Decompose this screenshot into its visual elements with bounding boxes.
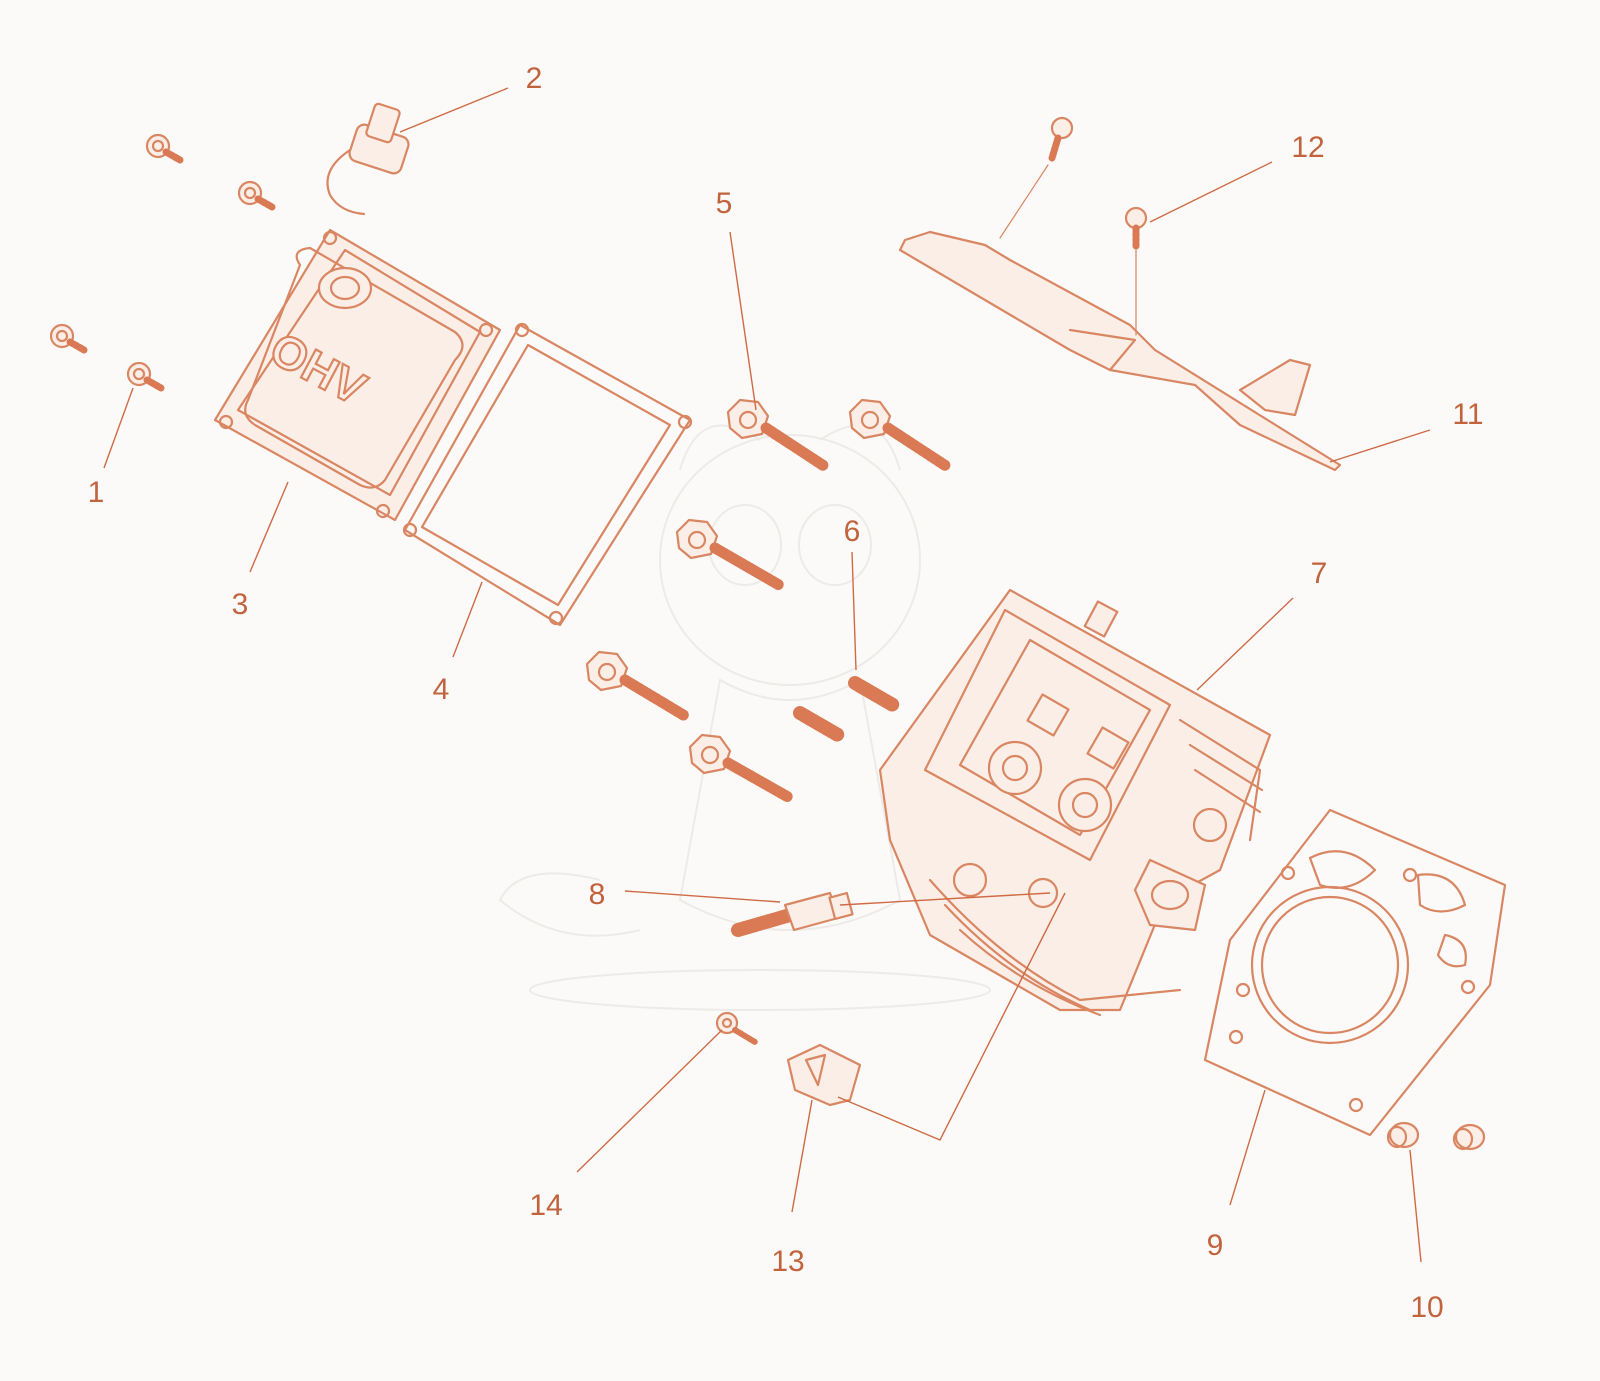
callout-7: 7 xyxy=(1311,557,1328,590)
head-bolts xyxy=(585,398,952,803)
callout-1: 1 xyxy=(88,476,105,509)
callout-6: 6 xyxy=(844,515,861,548)
callout-10: 10 xyxy=(1410,1291,1443,1324)
callout-3: 3 xyxy=(232,588,249,621)
callout-9: 9 xyxy=(1207,1229,1224,1262)
callout-14: 14 xyxy=(529,1189,562,1222)
breather-cap xyxy=(326,102,410,216)
callout-labels: 1 2 3 4 5 6 7 8 9 10 11 12 13 14 xyxy=(88,62,1484,1324)
head-gasket xyxy=(1203,808,1507,1137)
cover-gasket xyxy=(402,322,693,627)
callout-4: 4 xyxy=(433,673,450,706)
spark-plug xyxy=(731,891,854,937)
cover-bolts xyxy=(49,133,276,392)
heat-shield xyxy=(898,230,1342,472)
callout-5: 5 xyxy=(716,187,733,220)
callout-12: 12 xyxy=(1291,131,1324,164)
dowel-sleeves xyxy=(1386,1121,1486,1151)
leader-lines xyxy=(103,87,1431,1263)
shield-bolts xyxy=(999,116,1148,336)
cylinder-head xyxy=(878,588,1272,1017)
bracket xyxy=(786,1043,862,1107)
dowel-pins xyxy=(793,676,900,742)
callout-13: 13 xyxy=(771,1245,804,1278)
valve-cover: OHV xyxy=(213,228,502,522)
callout-11: 11 xyxy=(1452,398,1483,431)
callout-8: 8 xyxy=(589,878,606,911)
callout-2: 2 xyxy=(526,62,543,95)
small-screw xyxy=(715,1011,758,1045)
